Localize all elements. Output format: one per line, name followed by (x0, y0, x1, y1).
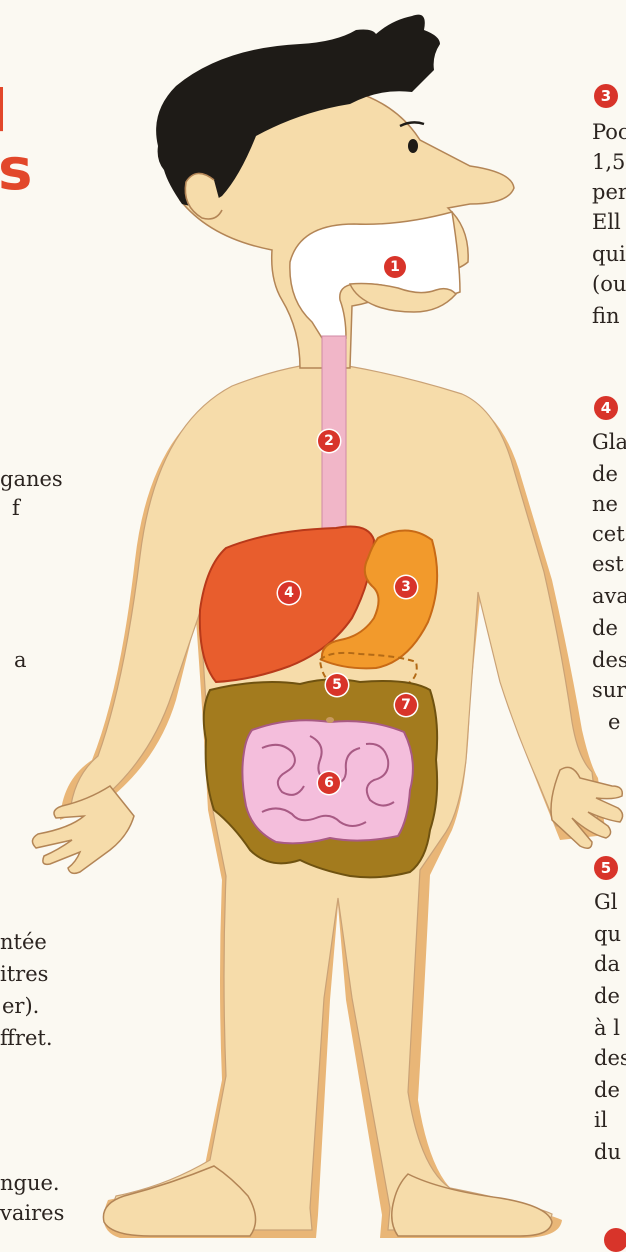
section-5-line-8: il (594, 1106, 607, 1135)
label-stomach: 3 (395, 576, 417, 598)
section-5-line-9: du (594, 1138, 621, 1167)
section-3-line-2: 1,5 (592, 148, 625, 177)
section-5-line-4: de (594, 982, 620, 1011)
label-liver: 4 (278, 582, 300, 604)
right-foot (392, 1174, 552, 1236)
left-hand (32, 786, 134, 873)
section-4-line-10: e (608, 708, 620, 737)
left-text-8: ngue. (0, 1169, 60, 1198)
left-text-4: ntée (0, 928, 47, 957)
section-5-line-1: Gl (594, 888, 618, 917)
section-5-line-2: qu (594, 920, 621, 949)
section-3-line-6: (ou (592, 270, 626, 299)
section-5-line-5: à l (594, 1014, 620, 1043)
section-4-line-3: ne (592, 490, 618, 519)
left-text-3: a (14, 646, 27, 675)
oral-cavity (290, 212, 460, 338)
next-section-badge-partial (604, 1228, 626, 1252)
section-4-line-2: de (592, 460, 618, 489)
label-mouth: 1 (384, 256, 406, 278)
section-4-line-8: des (592, 646, 626, 675)
left-text-9: vaires (0, 1199, 64, 1228)
section-4-line-6: ava (592, 582, 626, 611)
section-3-badge: 3 (594, 84, 618, 108)
section-3-line-5: qui (592, 240, 626, 269)
label-esophagus: 2 (318, 430, 340, 452)
label-pancreas: 5 (326, 674, 348, 696)
section-5-badge: 5 (594, 856, 618, 880)
section-5-line-6: des (594, 1044, 626, 1073)
section-4-line-7: de (592, 614, 618, 643)
section-4-line-9: sur (592, 676, 626, 705)
section-3-line-1: Poc (592, 118, 626, 147)
section-3-line-7: fin (592, 302, 620, 331)
section-3-line-4: Ell (592, 208, 621, 237)
section-4-line-4: cet (592, 520, 625, 549)
label-large-intestine: 7 (395, 694, 417, 716)
section-4-badge: 4 (594, 396, 618, 420)
section-4-line-5: est (592, 550, 624, 579)
left-text-2: f (12, 494, 20, 523)
section-3-line-3: per (592, 178, 626, 207)
label-small-intestine: 6 (318, 772, 340, 794)
left-text-5: itres (0, 960, 48, 989)
section-5-line-7: de (594, 1076, 620, 1105)
section-5-line-3: da (594, 950, 620, 979)
left-text-7: ffret. (0, 1024, 53, 1053)
navel (326, 717, 334, 723)
left-text-1: ganes (0, 465, 63, 494)
eye (408, 139, 418, 153)
left-text-6: er). (2, 992, 39, 1021)
section-4-line-1: Gla (592, 428, 626, 457)
